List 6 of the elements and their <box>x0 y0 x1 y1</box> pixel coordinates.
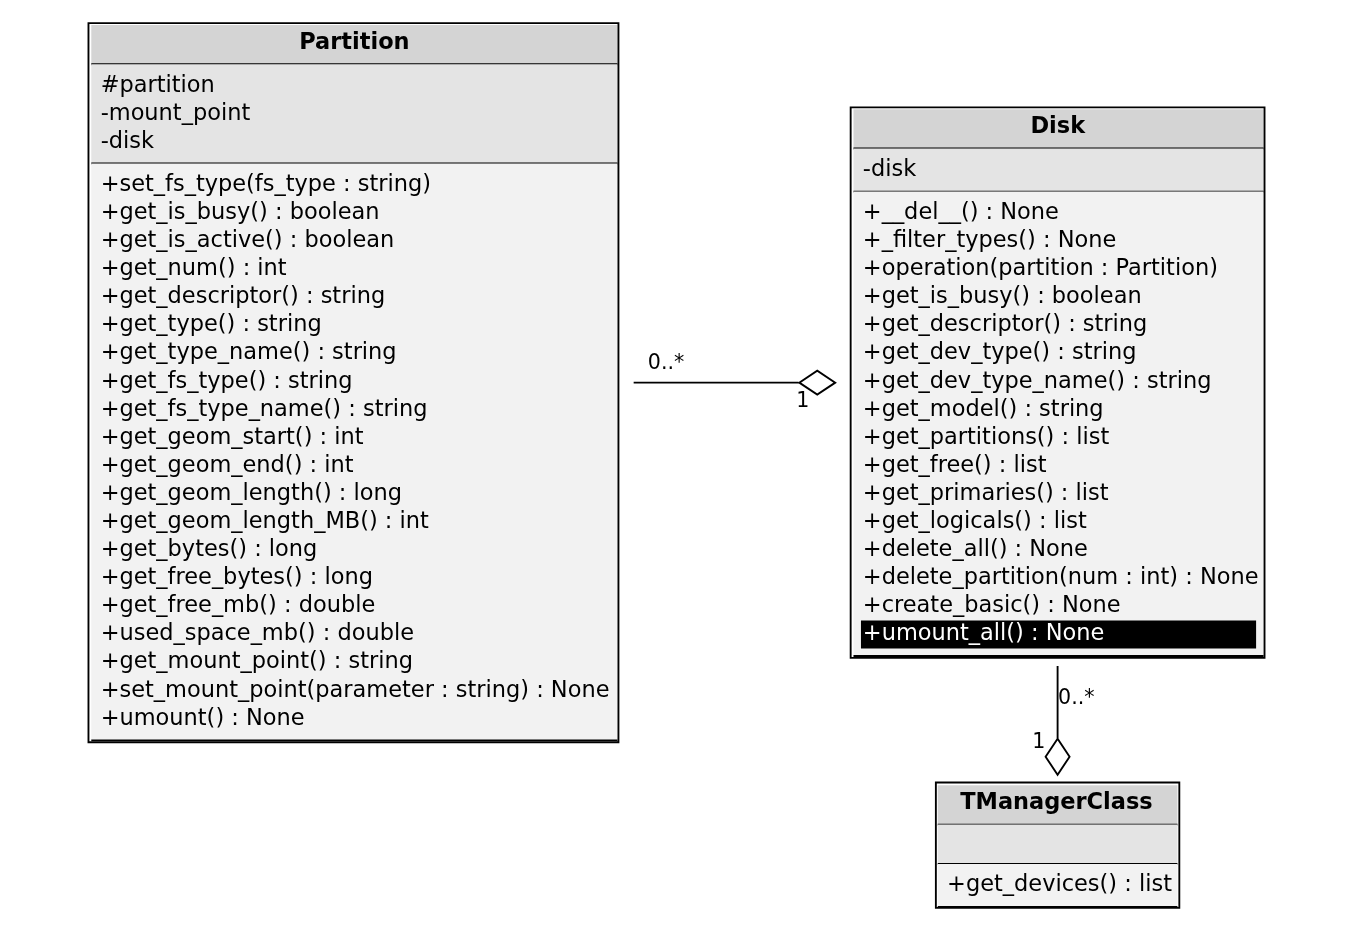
label: 1 <box>796 387 810 412</box>
connector <box>632 369 837 396</box>
label: 0..* <box>647 350 685 375</box>
connector <box>1044 665 1071 777</box>
label: 0..* <box>1058 684 1095 709</box>
label: 1 <box>1032 728 1046 753</box>
